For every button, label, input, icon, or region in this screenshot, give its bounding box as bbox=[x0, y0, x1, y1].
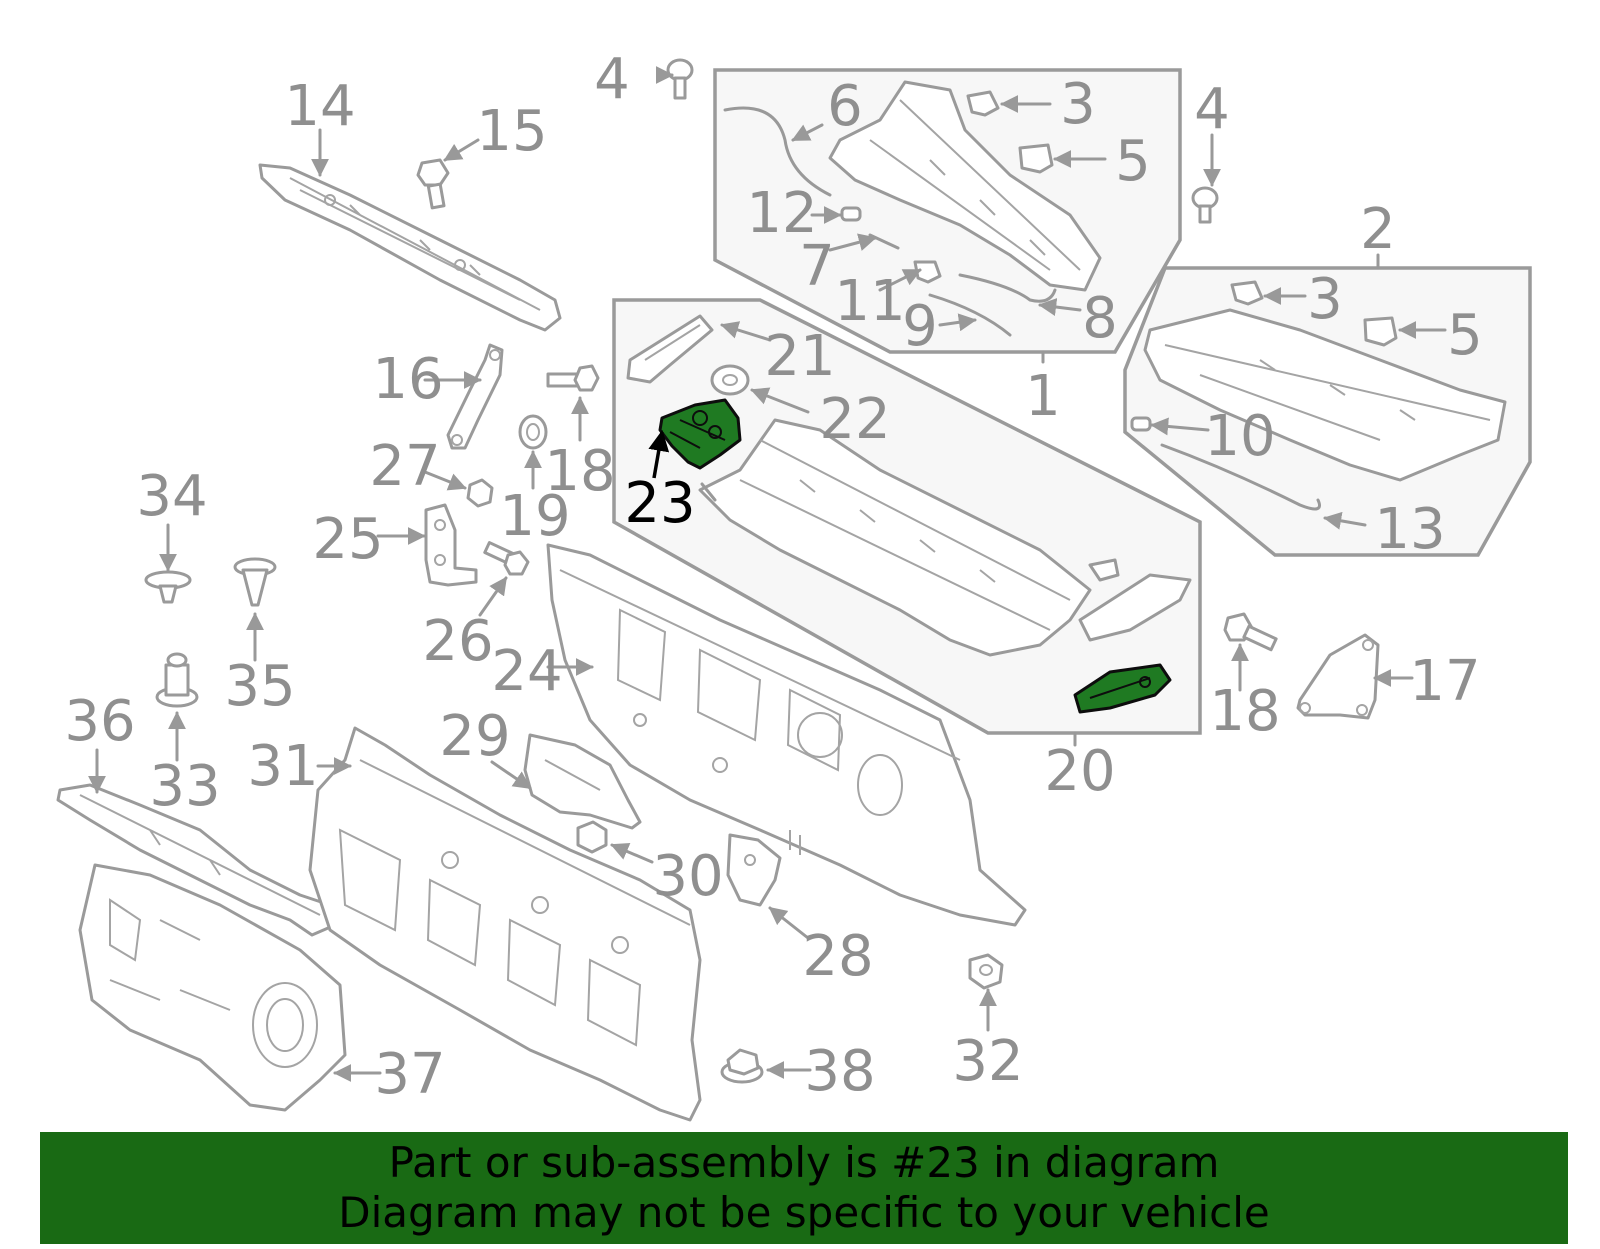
part-14-beam bbox=[258, 163, 562, 332]
part-12-nozzle bbox=[840, 206, 862, 222]
callout-13: 13 bbox=[1374, 497, 1445, 562]
callout-38: 38 bbox=[804, 1039, 875, 1104]
part-4-clip-a bbox=[666, 58, 694, 100]
callout-11: 11 bbox=[834, 269, 905, 334]
callout-21: 21 bbox=[764, 324, 835, 389]
callout-5-right: 5 bbox=[1447, 303, 1483, 368]
part-21-bracket bbox=[626, 314, 714, 384]
part-18-bolt-right bbox=[1223, 612, 1278, 652]
part-15-bolt bbox=[416, 158, 450, 210]
part-22-grommet bbox=[710, 364, 750, 396]
callout-numbers: 1 2 3 3 4 4 5 5 6 7 8 9 10 11 12 13 14 1… bbox=[64, 47, 1482, 1107]
callout-27: 27 bbox=[369, 434, 440, 499]
part-27-nut bbox=[466, 478, 494, 508]
callout-14: 14 bbox=[284, 74, 355, 139]
info-banner: Part or sub-assembly is #23 in diagram D… bbox=[40, 1132, 1568, 1244]
callout-30: 30 bbox=[652, 844, 723, 909]
part-30-nut bbox=[576, 820, 608, 854]
part-38-nut bbox=[720, 1048, 764, 1084]
callout-26: 26 bbox=[422, 609, 493, 674]
callout-15: 15 bbox=[476, 99, 547, 164]
callout-1: 1 bbox=[1025, 364, 1061, 429]
part-8-hose bbox=[958, 273, 1057, 303]
callout-33: 33 bbox=[149, 754, 220, 819]
callout-3-top: 3 bbox=[1060, 72, 1096, 137]
callout-4-left: 4 bbox=[594, 47, 630, 112]
callout-6: 6 bbox=[827, 74, 863, 139]
callout-18-right: 18 bbox=[1209, 679, 1280, 744]
callout-12: 12 bbox=[746, 181, 817, 246]
part-2-cowl-top bbox=[1143, 308, 1507, 482]
leader-lines bbox=[88, 66, 1447, 1082]
callout-4-right: 4 bbox=[1194, 77, 1230, 142]
part-3-clip-b bbox=[1230, 280, 1264, 306]
callout-9: 9 bbox=[902, 294, 938, 359]
part-1-cowl-top bbox=[828, 80, 1102, 292]
part-36-strip bbox=[56, 783, 337, 937]
callout-17: 17 bbox=[1409, 649, 1480, 714]
callout-34: 34 bbox=[136, 464, 207, 529]
part-5-clip-b bbox=[1363, 316, 1398, 347]
part-20-cowl-panel bbox=[698, 418, 1192, 657]
part-19-grommet bbox=[518, 414, 548, 450]
callout-37: 37 bbox=[374, 1042, 445, 1107]
part-13-hose bbox=[1160, 443, 1321, 511]
callout-22: 22 bbox=[819, 387, 890, 452]
callout-28: 28 bbox=[802, 924, 873, 989]
callout-20: 20 bbox=[1044, 739, 1115, 804]
callout-2: 2 bbox=[1360, 197, 1396, 262]
part-4-clip-b bbox=[1191, 186, 1219, 224]
banner-line-2: Diagram may not be specific to your vehi… bbox=[338, 1188, 1270, 1237]
callout-32: 32 bbox=[952, 1029, 1023, 1094]
part-24-dash-panel bbox=[546, 543, 1027, 927]
callout-29: 29 bbox=[439, 704, 510, 769]
callout-3-right: 3 bbox=[1307, 267, 1343, 332]
part-25-bracket bbox=[424, 503, 478, 587]
callout-24: 24 bbox=[491, 639, 562, 704]
part-32-nut bbox=[968, 953, 1004, 990]
callout-31: 31 bbox=[247, 734, 318, 799]
callout-36: 36 bbox=[64, 689, 135, 754]
callout-25: 25 bbox=[312, 507, 383, 572]
part-34-clip bbox=[144, 570, 192, 604]
part-17-bracket bbox=[1296, 633, 1380, 720]
part-31-dash-insulator bbox=[308, 726, 702, 1122]
banner-line-1: Part or sub-assembly is #23 in diagram bbox=[388, 1138, 1220, 1187]
part-18-bolt-left bbox=[546, 364, 600, 392]
part-16-bracket bbox=[446, 343, 504, 450]
part-37-insulator bbox=[78, 863, 347, 1112]
part-28-bracket bbox=[726, 833, 782, 907]
callout-16: 16 bbox=[372, 347, 443, 412]
callout-10: 10 bbox=[1204, 404, 1275, 469]
part-3-clip-a bbox=[966, 90, 1000, 117]
part-10-nozzle bbox=[1130, 416, 1152, 432]
part-5-clip-a bbox=[1018, 143, 1054, 174]
callout-7: 7 bbox=[799, 234, 835, 299]
part-33-fastener bbox=[155, 652, 199, 708]
callout-35: 35 bbox=[224, 654, 295, 719]
callout-8: 8 bbox=[1082, 286, 1118, 351]
part-35-clip bbox=[233, 557, 277, 607]
part-9-hose bbox=[928, 293, 1012, 337]
part-26-bolt bbox=[483, 541, 530, 576]
part-6-hose bbox=[723, 106, 832, 197]
callout-18-left: 18 bbox=[544, 439, 615, 504]
callout-23: 23 bbox=[624, 471, 695, 536]
callout-5-top: 5 bbox=[1115, 129, 1151, 194]
callout-19: 19 bbox=[499, 484, 570, 549]
